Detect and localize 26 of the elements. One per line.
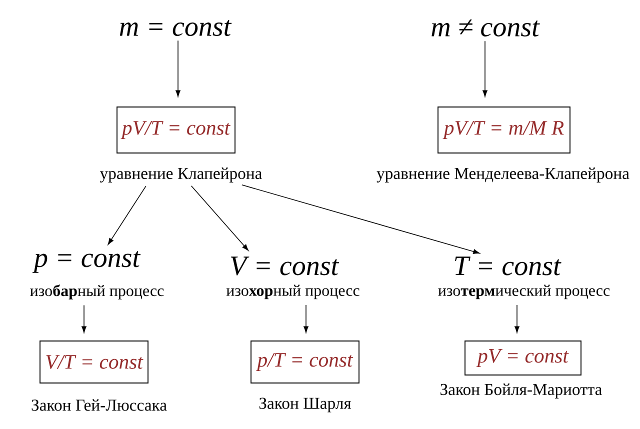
arrow <box>482 40 488 97</box>
formula-text: m = const <box>120 20 232 36</box>
formula-box: pV = const <box>464 340 582 376</box>
arrow <box>242 184 480 254</box>
arrow <box>108 186 146 245</box>
formula-box: V/T = const <box>40 340 148 384</box>
formula-box: pV/T = const <box>116 106 236 154</box>
process-label: изотермический процесс <box>438 284 610 300</box>
formula-text: m ≠ const <box>432 20 540 36</box>
arrow <box>304 304 308 333</box>
caption-text: Закон Бойля-Мариотта <box>440 384 602 398</box>
formula-box: p/T = const <box>250 340 360 384</box>
caption-text: Закон Шарля <box>259 398 352 412</box>
formula-text: p = const <box>32 251 141 273</box>
caption-text: уравнение Менделеева-Клапейрона <box>376 167 630 182</box>
arrow <box>514 304 520 333</box>
caption-text: Закон Гей-Люссака <box>32 399 167 411</box>
caption-text: уравнение Клапейрона <box>100 167 262 182</box>
arrow <box>176 40 180 97</box>
formula-text: T = const <box>455 256 562 276</box>
formula-text: V = const <box>230 256 340 276</box>
process-label: изобарный процесс <box>30 284 164 300</box>
process-label: изохорный процесс <box>226 284 360 300</box>
formula-box: pV/T = m/M R <box>438 106 570 154</box>
arrow <box>82 304 86 333</box>
arrow <box>190 185 249 251</box>
